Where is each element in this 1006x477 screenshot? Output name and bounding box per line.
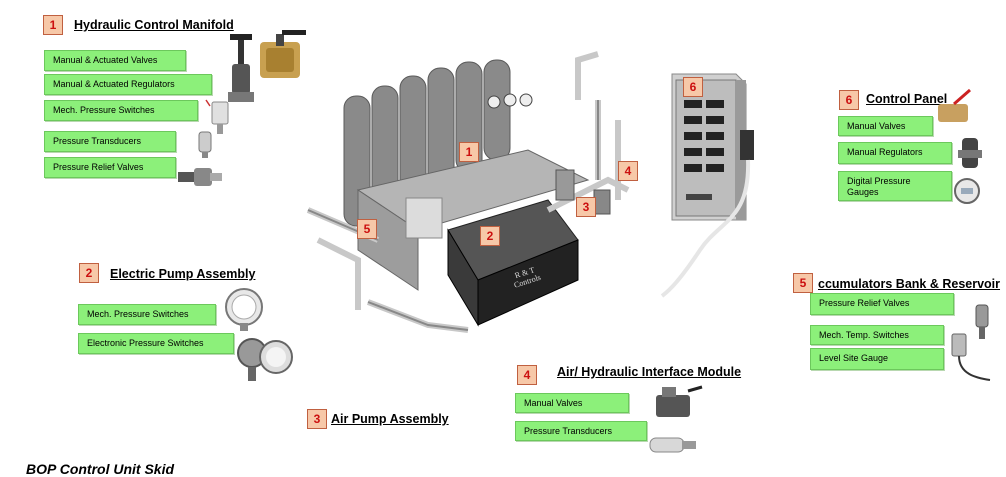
pressure-transducer-image [198,131,212,158]
section-2-title: Electric Pump Assembly [110,267,256,281]
relief-valve-image [178,168,222,186]
section-1-item: Mech. Pressure Switches [44,100,198,121]
control-panel-cabinet [660,73,754,298]
section-2-item: Electronic Pressure Switches [78,333,234,354]
section-5-title: ccumulators Bank & Reservoir [818,277,1001,291]
skid-marker-3: 3 [576,197,596,217]
pressure-switch-image [205,99,229,134]
section-5-number: 5 [793,273,813,293]
section-5-item: Level Site Gauge [810,348,944,370]
section-2-number: 2 [79,263,99,283]
relief-valve-image [975,304,989,339]
section-5-item: Mech. Temp. Switches [810,325,944,345]
manual-valve-image [656,385,703,417]
electronic-pressure-switch-image [237,338,293,381]
section-4-item: Manual Valves [515,393,629,413]
section-1-item: Pressure Transducers [44,131,176,152]
section-1-number: 1 [43,15,63,35]
section-3-number: 3 [307,409,327,429]
section-4-number: 4 [517,365,537,385]
section-1-item: Manual & Actuated Valves [44,50,186,71]
bop-skid-illustration [306,51,630,333]
section-2-item: Mech. Pressure Switches [78,304,216,325]
section-4-item: Pressure Transducers [515,421,647,441]
section-6-item: Manual Regulators [838,142,952,164]
section-3-title: Air Pump Assembly [331,412,449,426]
skid-marker-1: 1 [459,142,479,162]
panel-manual-valve-image [938,88,971,122]
section-4-title: Air/ Hydraulic Interface Module [557,365,742,379]
section-6-item: Manual Valves [838,116,933,136]
section-6-item: Digital Pressure Gauges [838,171,952,201]
figure-caption: BOP Control Unit Skid [26,461,175,477]
actuated-valve-image [228,30,306,102]
skid-marker-5: 5 [357,219,377,239]
section-5-item: Pressure Relief Valves [810,293,954,315]
panel-regulator-image [958,138,982,168]
skid-marker-2: 2 [480,226,500,246]
section-6-title: Control Panel [866,92,948,106]
pressure-transducer-image [649,437,696,453]
skid-marker-4: 4 [618,161,638,181]
section-1-item: Manual & Actuated Regulators [44,74,212,95]
digital-gauge-image [954,178,980,204]
section-1-title: Hydraulic Control Manifold [74,18,234,32]
temp-switch-image [951,333,991,381]
skid-marker-6: 6 [683,77,703,97]
section-6-number: 6 [839,90,859,110]
section-1-item: Pressure Relief Valves [44,157,176,178]
mech-pressure-switch-image [225,288,263,331]
